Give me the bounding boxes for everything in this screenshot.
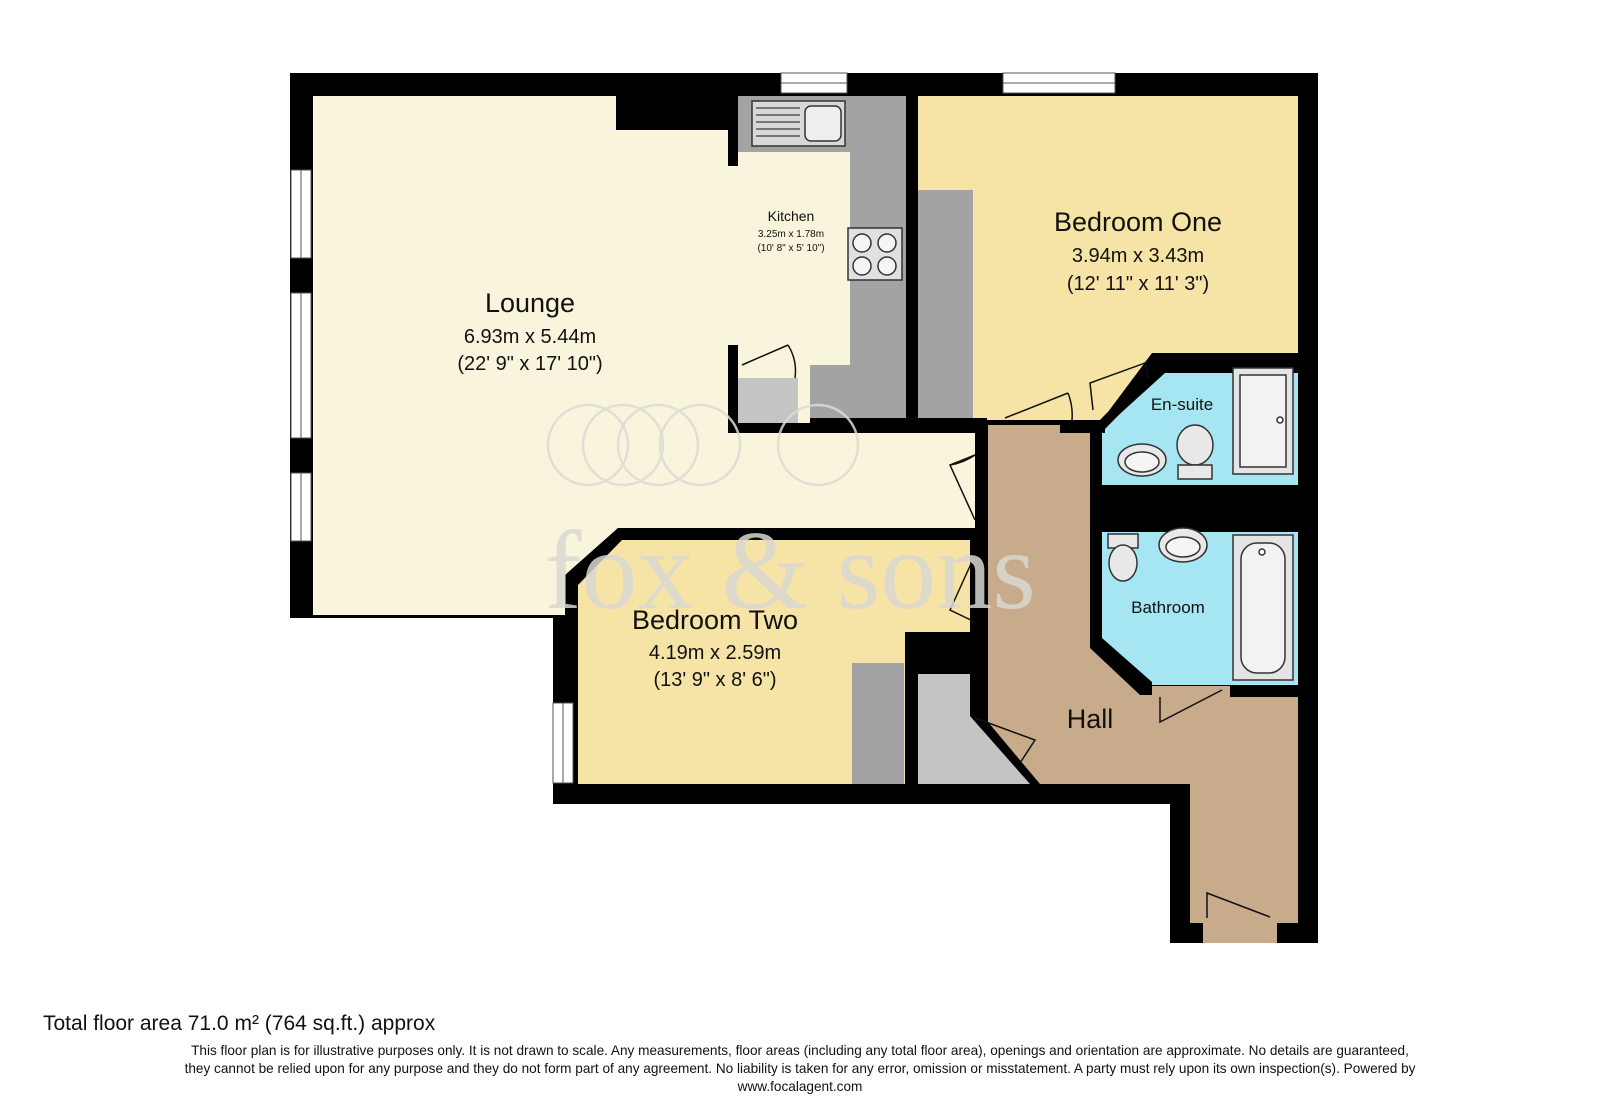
bedroom-two-name: Bedroom Two	[632, 605, 798, 635]
kitchen-return-wall	[728, 96, 738, 166]
room-labels: Lounge 6.93m x 5.44m (22' 9" x 17' 10") …	[457, 207, 1222, 734]
disclaimer-line-2: they cannot be relied upon for any purpo…	[184, 1061, 1416, 1076]
kitchen-name: Kitchen	[768, 208, 815, 224]
bathroom-left-wall	[1090, 420, 1152, 695]
hall-floor	[988, 425, 1298, 923]
bedroom-two-imperial: (13' 9" x 8' 6")	[654, 669, 777, 691]
bathroom-fixtures	[1107, 367, 1294, 681]
hall-top-wall	[1060, 423, 1105, 433]
lounge-divider-wall	[728, 423, 986, 433]
bedroom-one-door	[1004, 392, 1073, 421]
bedroom-one-name: Bedroom One	[1054, 207, 1222, 237]
lounge-name: Lounge	[485, 288, 575, 318]
disclaimer: This floor plan is for illustrative purp…	[28, 1042, 1572, 1096]
hall-left-wall	[975, 418, 987, 533]
kitchen-cupboard	[738, 378, 798, 423]
bathroom-bottom-wall	[1230, 685, 1298, 697]
hall-name: Hall	[1067, 704, 1114, 734]
hall-lower-left-wall	[975, 632, 988, 722]
bedroom-two-door	[949, 554, 976, 623]
disclaimer-line-3: www.focalagent.com	[737, 1079, 863, 1094]
cupboard-floor	[918, 674, 1030, 784]
kitchen-bedroom-wall	[906, 96, 918, 428]
wardrobe-bedroom-two	[852, 663, 904, 784]
watermark-text: fox & sons	[544, 509, 1036, 633]
kitchen-imperial: (10' 8" x 5' 10")	[757, 243, 824, 254]
ensuite-toilet	[1176, 424, 1214, 466]
interior-walls	[565, 96, 1298, 800]
bathroom-name: Bathroom	[1131, 598, 1205, 617]
bedroom-one-imperial: (12' 11" x 11' 3")	[1067, 273, 1209, 295]
disclaimer-line-1: This floor plan is for illustrative purp…	[191, 1043, 1409, 1058]
total-floor-area: Total floor area 71.0 m² (764 sq.ft.) ap…	[43, 1012, 436, 1035]
lounge-imperial: (22' 9" x 17' 10")	[457, 353, 602, 375]
windows	[290, 72, 1116, 784]
bedroom-two-metric: 4.19m x 2.59m	[649, 642, 781, 664]
cupboard-side-wall	[905, 632, 918, 784]
ensuite-top-wall	[1102, 353, 1298, 432]
kitchen-fixtures	[751, 100, 903, 281]
bedroom-one-metric: 3.94m x 3.43m	[1072, 245, 1204, 267]
ensuite-bathroom-wall	[1100, 485, 1298, 532]
kitchen-cupboard-door	[741, 344, 797, 379]
ensuite-door	[1089, 362, 1149, 411]
doors	[741, 344, 1277, 943]
bedroom-one-floor	[918, 96, 1298, 420]
cupboard-door	[974, 717, 1037, 764]
wardrobe-bedroom-one	[918, 190, 973, 418]
sink-bowl	[804, 105, 842, 142]
kitchen-metric: 3.25m x 1.78m	[758, 229, 824, 240]
watermark: fox & sons	[544, 403, 1036, 633]
entrance-door	[1206, 891, 1271, 918]
kitchen-lower-wall	[728, 345, 738, 433]
ensuite-name: En-suite	[1151, 395, 1213, 414]
bedroom-two-top-wall	[565, 528, 985, 800]
bathroom-toilet	[1108, 544, 1138, 582]
kitchen-counter	[738, 96, 906, 418]
bathroom-door	[1159, 689, 1223, 724]
lounge-metric: 6.93m x 5.44m	[464, 326, 596, 348]
